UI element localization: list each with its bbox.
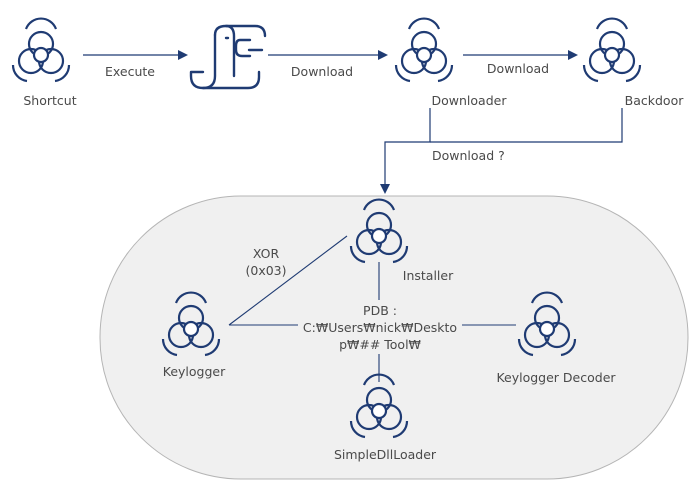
keylogger-decoder-label: Keylogger Decoder bbox=[496, 370, 616, 385]
edge-label-pdb: PDB : C:₩Users₩nick₩Deskto p₩## Tool₩ bbox=[298, 301, 462, 354]
edge-label-download-1: Download bbox=[290, 64, 354, 79]
pdb-line-3: p₩## Tool₩ bbox=[339, 337, 421, 352]
xor-line-1: XOR bbox=[252, 246, 280, 261]
simple-dll-loader-label: SimpleDllLoader bbox=[333, 447, 437, 462]
edge-download-question bbox=[380, 108, 431, 194]
edge-label-download-2: Download bbox=[486, 61, 550, 76]
edge-backdoor-link bbox=[430, 108, 623, 143]
backdoor-label: Backdoor bbox=[624, 93, 684, 108]
installer-label: Installer bbox=[402, 268, 454, 283]
pdb-line-1: PDB : bbox=[363, 303, 397, 318]
keylogger-label: Keylogger bbox=[162, 364, 226, 379]
edge-label-xor: XOR (0x03) bbox=[236, 245, 296, 279]
edge-label-execute: Execute bbox=[105, 64, 155, 79]
downloader-label: Downloader bbox=[431, 93, 507, 108]
js-script-icon bbox=[189, 24, 267, 90]
backdoor-biohazard-icon bbox=[582, 17, 642, 83]
edge-xor bbox=[228, 235, 348, 326]
shortcut-label: Shortcut bbox=[23, 93, 77, 108]
shortcut-biohazard-icon bbox=[11, 17, 71, 83]
downloader-biohazard-icon bbox=[394, 17, 454, 83]
pdb-line-2: C:₩Users₩nick₩Deskto bbox=[302, 320, 458, 335]
xor-line-2: (0x03) bbox=[245, 263, 287, 278]
edge-label-download-question: Download ? bbox=[432, 148, 505, 163]
